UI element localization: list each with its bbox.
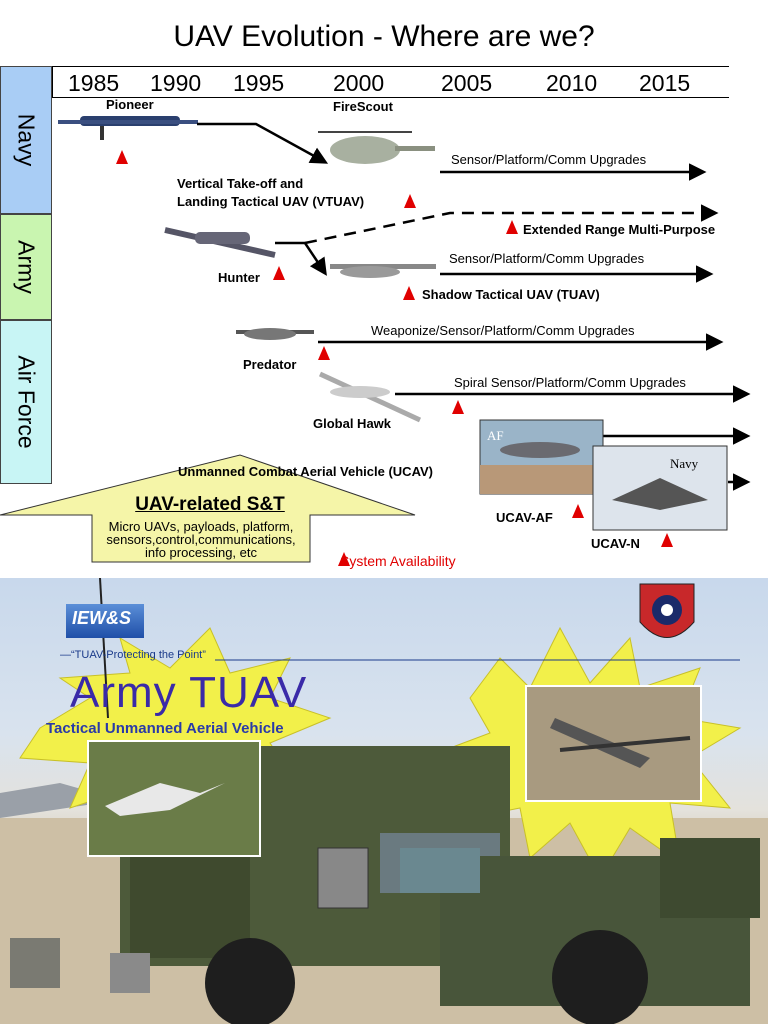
science-tech-title: UAV-related S&T [135,494,285,515]
tuav-ground-icon [559,736,691,752]
poster-subheading: Tactical Unmanned Aerial Vehicle [46,720,284,737]
label-army-upgrades: Sensor/Platform/Comm Upgrades [449,251,645,266]
firescout-helicopter-icon [318,131,435,164]
year-label: 2010 [546,70,598,96]
photo-label-af: AF [487,428,504,443]
global-hawk-icon [318,371,422,423]
label-firescout: FireScout [333,99,393,114]
year-label: 1995 [233,70,285,96]
year-label: 1985 [68,70,120,96]
label-hunter: Hunter [218,270,260,285]
tuav-unit-patch-icon [639,583,695,638]
year-label: 2005 [441,70,493,96]
science-tech-line: info processing, etc [144,545,257,560]
timeline-arrows [0,116,751,566]
iews-logo: IEW&S [66,604,144,638]
poster-heading: Army TUAV [70,668,308,717]
poster-graphics [0,578,768,1024]
year-label: 2000 [333,70,385,96]
label-predator-upgrades: Weaponize/Sensor/Platform/Comm Upgrades [371,323,635,338]
tuav-poster: IEW&S —“TUAV-Protecting the Point” Army … [0,578,768,1024]
predator-drone-icon [236,328,314,340]
label-predator: Predator [243,357,297,372]
label-vtuav-1: Vertical Take-off and [177,176,304,191]
science-tech-line: Micro UAVs, payloads, platform, [108,519,294,534]
page-title: UAV Evolution - Where are we? [173,20,595,53]
label-shadow: Shadow Tactical UAV (TUAV) [422,287,600,302]
label-ucav-af: UCAV-AF [496,510,553,525]
year-label: 2015 [639,70,691,96]
label-ucav: Unmanned Combat Aerial Vehicle (UCAV) [178,464,433,479]
label-pioneer: Pioneer [106,97,154,112]
label-global-hawk: Global Hawk [313,416,392,431]
band-airforce: Air Force [0,320,52,484]
label-navy-upgrades: Sensor/Platform/Comm Upgrades [451,152,647,167]
photo-label-navy: Navy [670,456,699,471]
science-tech-arrow [0,454,416,563]
label-extended-range: Extended Range Multi-Purpose [523,222,716,237]
tuav-flying-icon [105,783,225,816]
label-ucav-n: UCAV-N [591,536,640,551]
timeline-diagram: UAV Evolution - Where are we? 1985 1990 … [0,20,751,569]
hunter-drone-icon [164,227,276,258]
year-axis: 1985 1990 1995 2000 2005 2010 2015 [52,66,729,98]
band-navy: Navy [0,66,52,214]
band-army: Army [0,214,52,320]
science-tech-line: sensors,control,communications, [106,532,296,547]
shadow-drone-icon [330,264,436,278]
year-label: 1990 [150,70,202,96]
pioneer-drone-icon [58,116,198,140]
label-vtuav-2: Landing Tactical UAV (VTUAV) [177,194,365,209]
legend-system-availability: System Availability [340,553,456,569]
poster-tagline: —“TUAV-Protecting the Point” [60,649,206,661]
science-tech-description: Micro UAVs, payloads, platform, sensors,… [78,520,324,559]
label-spiral-upgrades: Spiral Sensor/Platform/Comm Upgrades [454,375,686,390]
